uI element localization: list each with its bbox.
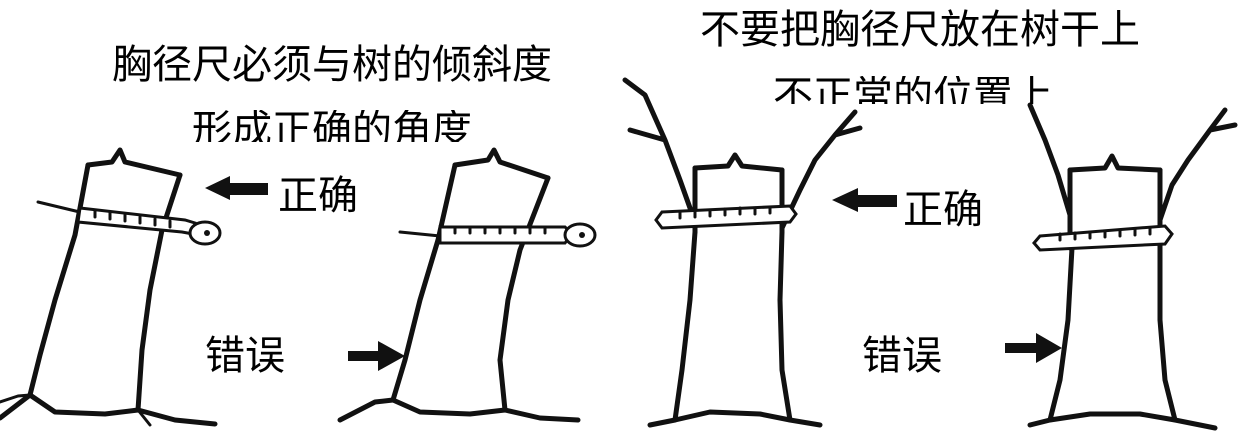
tree-1-trunk-right bbox=[135, 172, 183, 413]
arrow-wrong-1-icon bbox=[348, 341, 405, 371]
tree-2-tape-hole bbox=[579, 232, 585, 238]
arrow-correct-1-icon bbox=[205, 176, 268, 200]
tree-1-root-detail bbox=[0, 393, 152, 427]
tree-3 bbox=[622, 77, 863, 428]
right-title-line1: 不要把胸径尺放在树干上 bbox=[700, 7, 1140, 53]
tree-2 bbox=[337, 147, 597, 423]
tree-1-tape-hole bbox=[204, 230, 210, 236]
tree-2-trunk-right bbox=[497, 175, 551, 413]
tree-4-left-branch bbox=[1027, 102, 1073, 218]
tree-1-roots bbox=[0, 392, 218, 427]
tree-4-trunk-right bbox=[1157, 245, 1178, 423]
tree-4-right-branch bbox=[1157, 107, 1238, 223]
tree-4-stump-top bbox=[1067, 153, 1163, 173]
tree-3-roots bbox=[647, 409, 823, 428]
tree-3-left-branch bbox=[622, 77, 698, 225]
tree-3-right-branch bbox=[779, 109, 863, 231]
tree-3-trunk-left bbox=[672, 229, 698, 423]
tree-1-stump-top bbox=[85, 147, 183, 178]
tree-3-stump-top bbox=[692, 152, 785, 173]
arrow-correct-2-icon bbox=[832, 188, 897, 212]
tree-1-trunk-left bbox=[27, 162, 91, 398]
tree-2-tape bbox=[438, 225, 574, 245]
tree-2-roots bbox=[337, 397, 581, 423]
left-title-line1: 胸径尺必须与树的倾斜度 bbox=[112, 42, 552, 88]
label-wrong-left: 错误 bbox=[205, 333, 285, 379]
tree-3-trunk-right bbox=[777, 229, 793, 423]
label-correct-right: 正确 bbox=[903, 187, 983, 233]
tree-2-stump-top bbox=[452, 147, 551, 181]
tree-4-roots bbox=[1027, 411, 1218, 431]
label-correct-left: 正确 bbox=[278, 173, 358, 219]
tree-3-tape-ticks bbox=[678, 205, 772, 220]
right-title-line2: 不正常的位置上 bbox=[773, 76, 1053, 104]
arrow-wrong-2-icon bbox=[1005, 333, 1062, 363]
tree-1 bbox=[0, 147, 222, 427]
left-title-line2: 形成正确的角度 bbox=[192, 110, 472, 142]
tree-4 bbox=[1027, 102, 1238, 431]
tree-4-trunk-left bbox=[1047, 245, 1075, 423]
tree-2-trunk-left bbox=[390, 162, 458, 403]
tree-1-tape-ticks bbox=[93, 209, 172, 229]
tree-3-tape bbox=[654, 204, 798, 230]
tree-4-tape-ticks bbox=[1058, 226, 1152, 242]
label-wrong-right: 错误 bbox=[862, 333, 942, 379]
tree-4-tape bbox=[1032, 224, 1174, 252]
tree-2-tape-ticks bbox=[453, 225, 547, 235]
